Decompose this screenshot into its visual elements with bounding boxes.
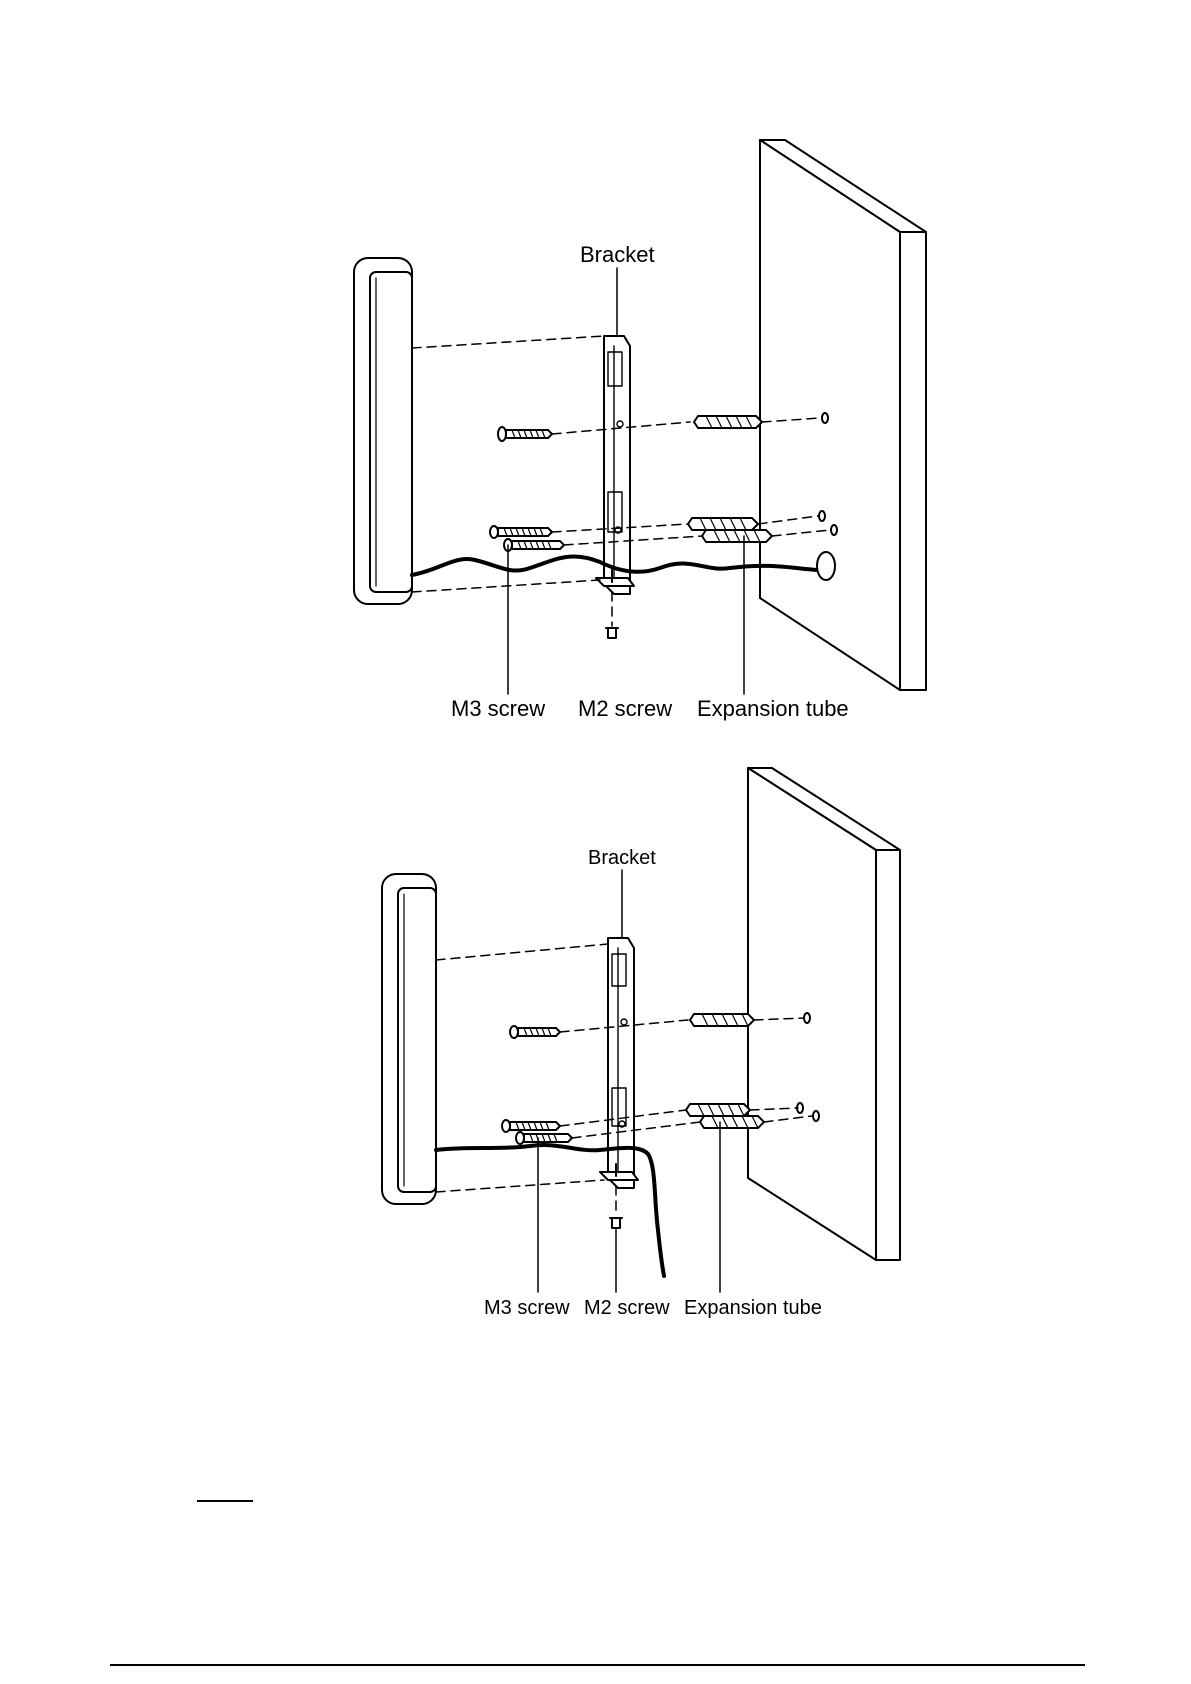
mounting-diagram-2-drawing <box>0 720 1191 1340</box>
m3-screw-label: M3 screw <box>484 1298 570 1318</box>
m2-screw-label: M2 screw <box>584 1298 670 1318</box>
mounting-diagram-wall-cable: Bracket M3 screw M2 screw Expansion tube <box>0 0 1191 720</box>
mounting-diagram-down-cable: Bracket M3 screw M2 screw Expansion tube <box>0 720 1191 1340</box>
m3-screws-lower-2 <box>502 1120 572 1144</box>
m2-screw-1 <box>606 628 618 638</box>
footer-rule <box>110 1664 1085 1666</box>
bracket-label: Bracket <box>580 244 655 266</box>
expansion-tube-label: Expansion tube <box>697 698 849 720</box>
wall-1 <box>760 140 926 690</box>
m3-screw-upper-1 <box>498 427 552 441</box>
m2-screw-2 <box>610 1218 622 1228</box>
m3-screw-label: M3 screw <box>451 698 545 720</box>
wall-2 <box>748 768 900 1260</box>
device-1 <box>354 258 412 604</box>
expansion-tube-label: Expansion tube <box>684 1298 822 1318</box>
device-2 <box>382 874 436 1204</box>
mounting-diagram-1-drawing <box>0 0 1191 720</box>
note-underline <box>197 1500 253 1502</box>
m3-screws-lower-1 <box>490 526 564 551</box>
bracket-1 <box>596 336 634 594</box>
bracket-label: Bracket <box>588 848 656 868</box>
m3-screw-upper-2 <box>510 1026 560 1038</box>
m2-screw-label: M2 screw <box>578 698 672 720</box>
